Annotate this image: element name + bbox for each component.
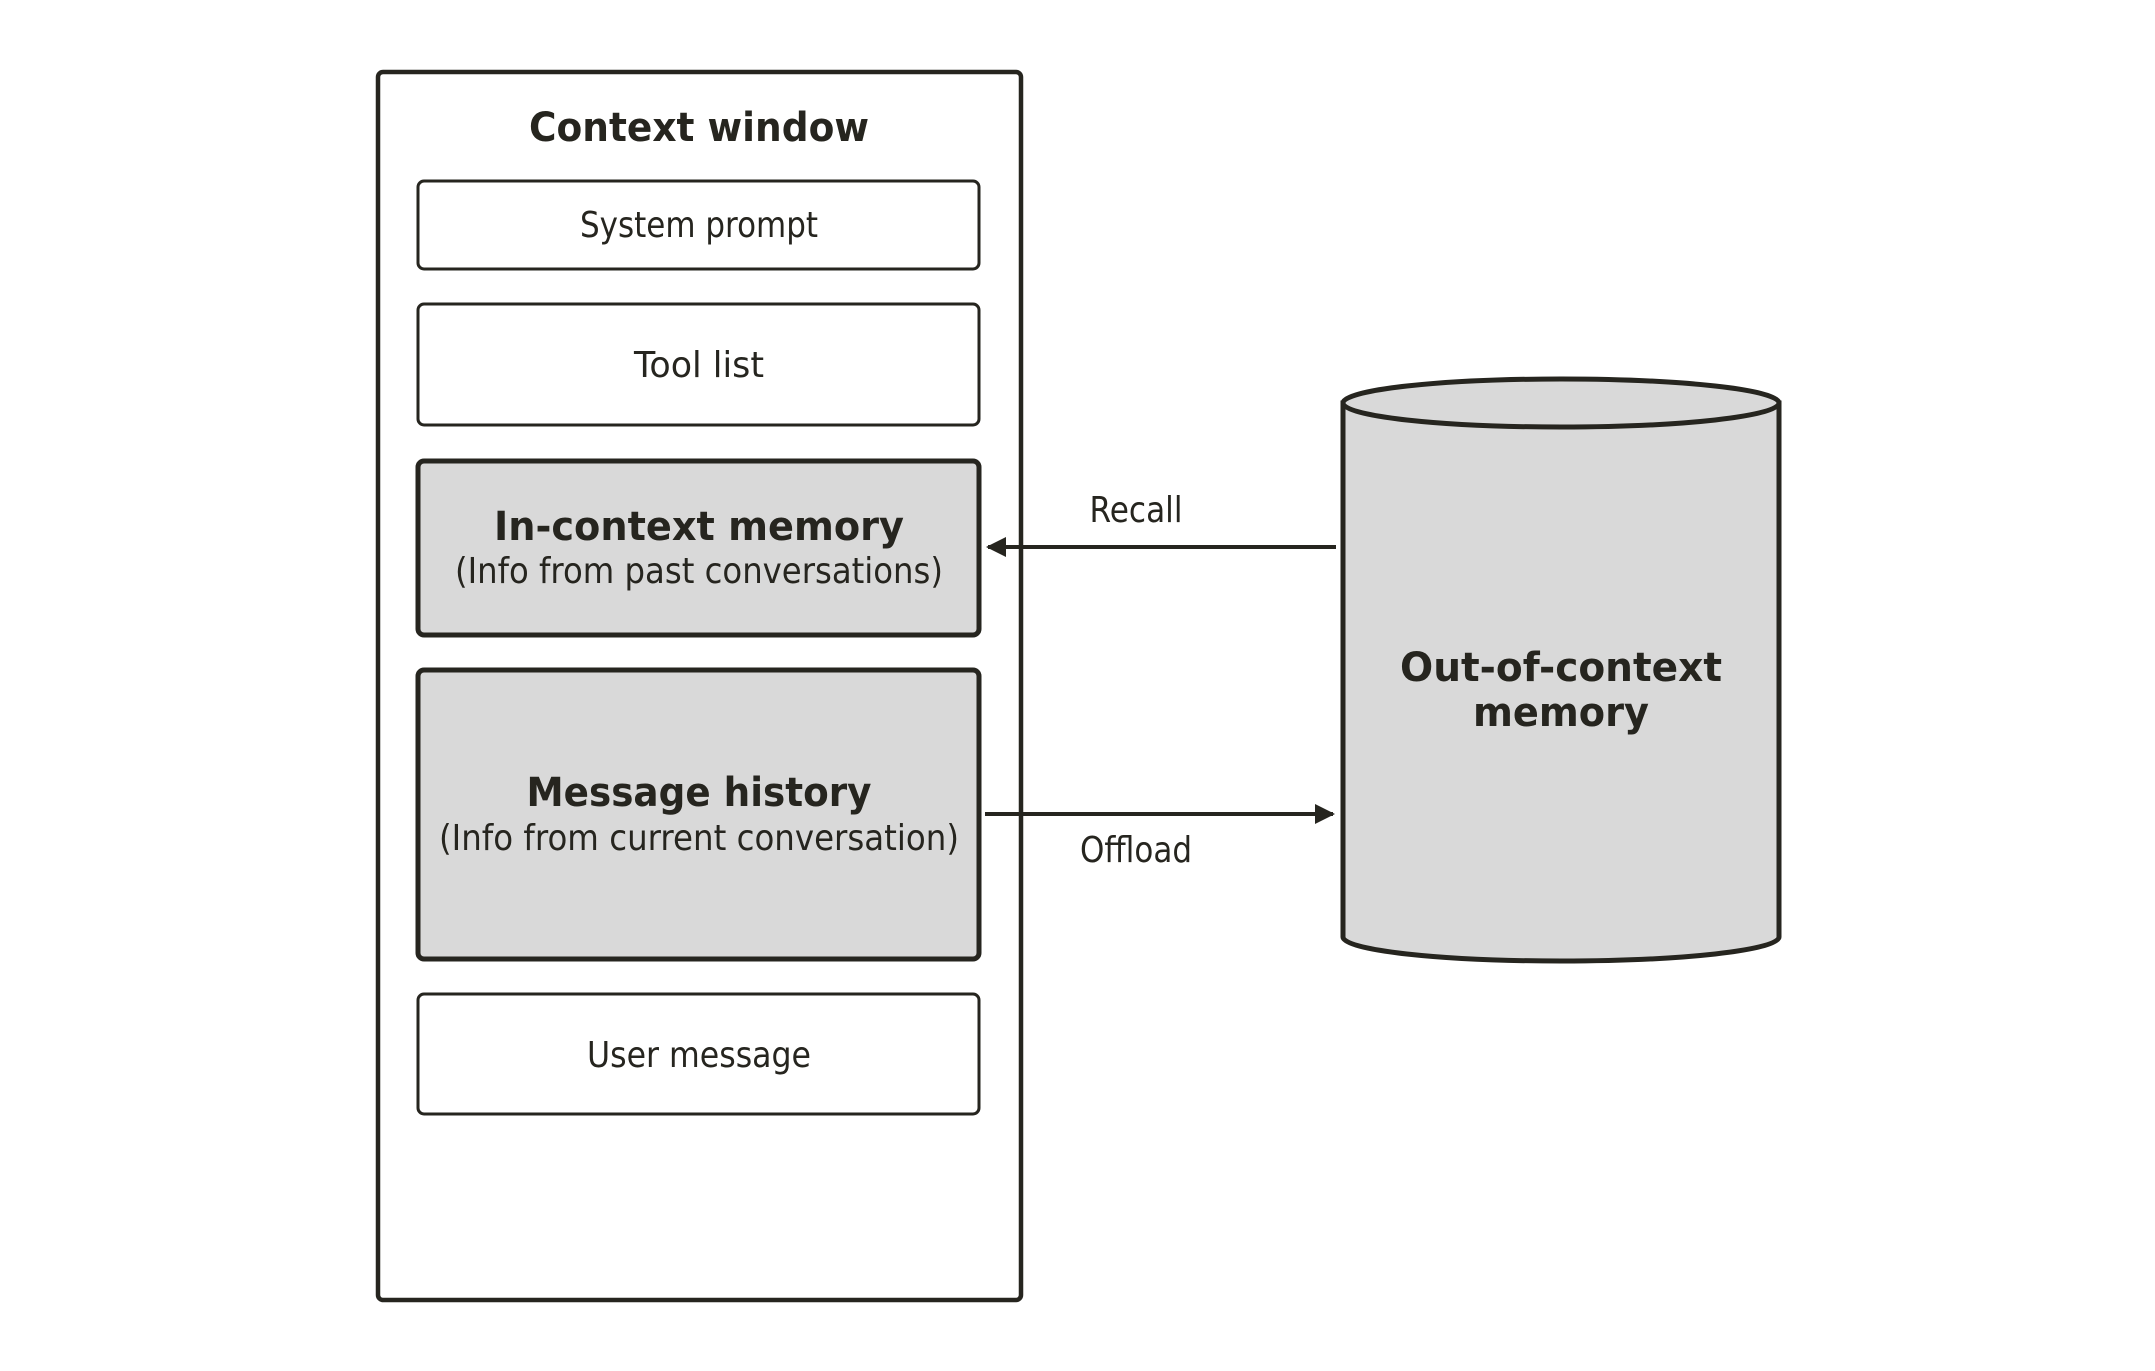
offload-label: Offload <box>1080 830 1192 871</box>
recall-arrow: Recall <box>986 490 1336 557</box>
block-user-message: User message <box>416 992 981 1116</box>
context-window-title: Context window <box>529 105 869 151</box>
block-tool-list-label: Tool list <box>633 345 764 386</box>
out-of-context-memory-label-line2: memory <box>1473 690 1649 736</box>
database-cylinder-icon <box>1340 376 1782 964</box>
context-window-frame <box>375 69 1024 1303</box>
out-of-context-memory: Out-of-context memory <box>1340 376 1782 964</box>
block-in-context-memory: In-context memory (Info from past conver… <box>415 458 982 638</box>
offload-arrow: Offload <box>985 804 1335 871</box>
cylinder-top <box>1340 376 1782 430</box>
block-system-prompt-label: System prompt <box>580 205 818 246</box>
block-tool-list-box <box>416 302 981 427</box>
block-system-prompt-box <box>416 179 981 271</box>
block-in-context-memory-box <box>415 458 982 638</box>
block-message-history-box <box>415 667 982 962</box>
block-user-message-label: User message <box>587 1035 811 1076</box>
block-system-prompt: System prompt <box>416 179 981 271</box>
context-window: Context window <box>375 69 1024 1303</box>
block-message-history: Message history (Info from current conve… <box>415 667 982 962</box>
block-in-context-memory-subtitle: (Info from past conversations) <box>455 551 943 592</box>
out-of-context-memory-label-line1: Out-of-context <box>1400 645 1722 691</box>
block-message-history-title: Message history <box>527 770 872 816</box>
recall-label: Recall <box>1090 490 1183 531</box>
block-user-message-box <box>416 992 981 1116</box>
block-in-context-memory-title: In-context memory <box>494 504 904 550</box>
block-message-history-subtitle: (Info from current conversation) <box>439 818 959 859</box>
cylinder-body <box>1340 400 1782 964</box>
block-tool-list: Tool list <box>416 302 981 427</box>
